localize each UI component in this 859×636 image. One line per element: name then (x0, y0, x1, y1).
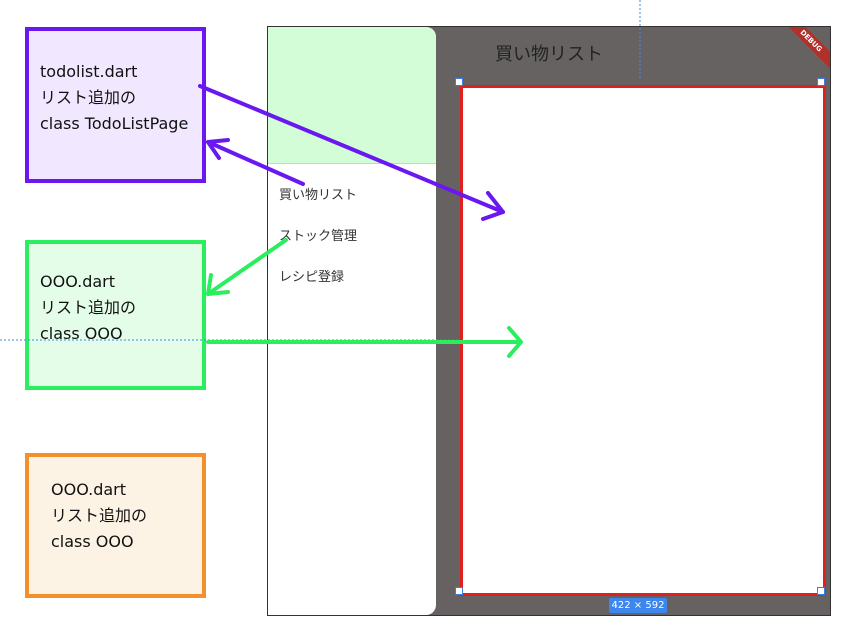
drawer-item-stock[interactable]: ストック管理 (279, 229, 358, 244)
size-label: 422 × 592 (609, 598, 667, 613)
drawer-header (268, 27, 436, 164)
note-recipe: OOO.dart リスト追加の class OOO (25, 453, 206, 598)
note-stock: OOO.dart リスト追加の class OOO (25, 240, 206, 390)
note-1-description: リスト追加の (40, 88, 137, 107)
note-1-filename: todolist.dart (40, 62, 138, 81)
drawer-item-shopping-list[interactable]: 買い物リスト (279, 188, 358, 203)
green-arrow-to-note (206, 238, 288, 296)
note-2-description: リスト追加の (40, 298, 137, 317)
note-3-filename: OOO.dart (51, 480, 127, 499)
note-todolist: todolist.dart リスト追加の class TodoListPage (25, 27, 206, 183)
selection-handle-bottom-left[interactable] (455, 587, 463, 595)
note-2-filename: OOO.dart (40, 272, 116, 291)
note-3-description: リスト追加の (51, 506, 148, 525)
purple-arrow-to-note (206, 138, 305, 186)
appbar-title: 買い物リスト (495, 44, 603, 65)
selection-handle-top-left[interactable] (455, 78, 463, 86)
green-arrow-to-content (206, 326, 523, 358)
selection-handle-bottom-right[interactable] (817, 587, 825, 595)
selection-handle-top-right[interactable] (817, 78, 825, 86)
note-3-class: class OOO (51, 532, 134, 551)
drawer-item-recipe[interactable]: レシピ登録 (279, 270, 345, 285)
note-1-class: class TodoListPage (40, 114, 189, 133)
note-2-class: class OOO (40, 324, 123, 343)
purple-arrow-to-content (198, 84, 505, 221)
